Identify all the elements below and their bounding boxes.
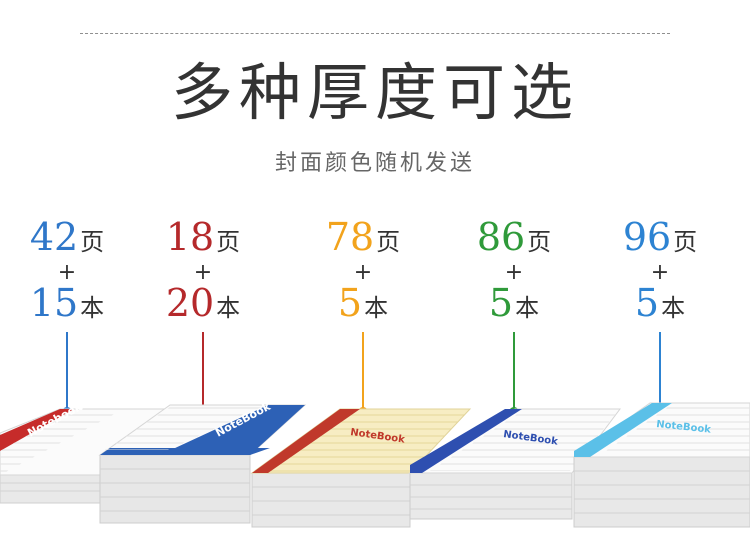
count-label: 15本 [7,284,127,323]
option-column-3: 78页 + 5本 [303,218,423,418]
plus-sign: + [193,260,213,285]
pages-unit: 页 [673,228,698,256]
count-number: 15 [29,281,79,325]
count-label: 5本 [303,284,423,323]
pages-number: 78 [325,215,375,259]
notebook-stack-4: NoteBook [408,408,621,520]
pages-label: 96页 [600,218,720,257]
pointer-line [362,332,364,412]
pages-label: 78页 [303,218,423,257]
pointer-line [659,332,661,412]
pointer-line [66,332,68,412]
count-unit: 本 [661,294,686,322]
plus-sign: + [504,260,524,285]
option-column-4: 86页 + 5本 [454,218,574,418]
count-unit: 本 [216,294,241,322]
count-number: 5 [634,281,660,325]
notebook-stack-5: NoteBook [572,402,750,528]
pointer-line [513,332,515,412]
option-column-1: 42页 + 15本 [7,218,127,418]
count-label: 5本 [600,284,720,323]
option-column-5: 96页 + 5本 [600,218,720,418]
pages-label: 86页 [454,218,574,257]
count-unit: 本 [80,294,105,322]
count-number: 5 [337,281,363,325]
pages-unit: 页 [80,228,105,256]
count-unit: 本 [515,294,540,322]
page-subtitle: 封面颜色随机发送 [274,151,475,176]
count-label: 20本 [143,284,263,323]
notebook-stacks-illustration: Notebook NoteBook NoteBook NoteBook [0,400,750,528]
count-number: 20 [165,281,215,325]
count-label: 5本 [454,284,574,323]
pages-number: 86 [476,215,526,259]
count-unit: 本 [364,294,389,322]
plus-sign: + [353,260,373,285]
notebook-stack-2: NoteBook [98,400,307,524]
pages-number: 96 [622,215,672,259]
pages-number: 18 [165,215,215,259]
pages-unit: 页 [216,228,241,256]
notebook-stack-3: NoteBook [250,408,472,528]
pointer-line [202,332,204,412]
top-dashed-divider [80,33,670,34]
plus-sign: + [650,260,670,285]
pages-number: 42 [29,215,79,259]
count-number: 5 [488,281,514,325]
page-title: 多种厚度可选 [170,56,579,129]
pages-unit: 页 [527,228,552,256]
pages-label: 18页 [143,218,263,257]
plus-sign: + [57,260,77,285]
option-column-2: 18页 + 20本 [143,218,263,418]
pages-label: 42页 [7,218,127,257]
pages-unit: 页 [376,228,401,256]
